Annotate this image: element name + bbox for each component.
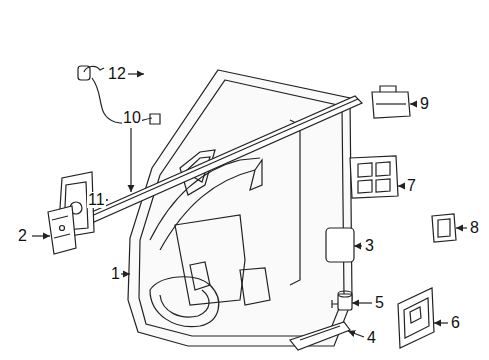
callout-number: 11 [87, 192, 106, 208]
callout-number: 10 [122, 110, 142, 126]
callout-number: 6 [450, 315, 461, 331]
callout-number: 8 [469, 220, 480, 236]
callout-number: 7 [406, 178, 417, 194]
callout-number: 1 [110, 266, 121, 282]
callout-number: 3 [364, 238, 375, 254]
callout-number: 5 [374, 295, 385, 311]
callout-number: 4 [366, 330, 377, 346]
callout-number: 12 [107, 66, 127, 82]
callout-number: 2 [17, 228, 28, 244]
callout-number: 9 [419, 96, 430, 112]
